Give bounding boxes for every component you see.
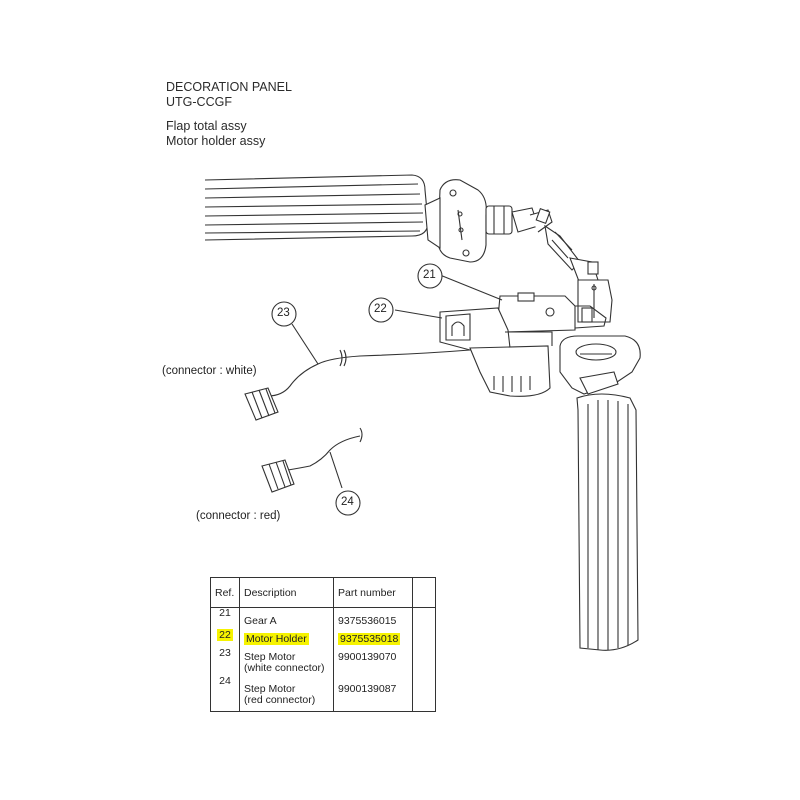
table-row: 23 Step Motor (white connector) 99001390…: [210, 647, 436, 676]
header-part-number: Part number: [333, 577, 413, 608]
callout-24-circle: [335, 490, 361, 516]
panel-title: DECORATION PANEL: [166, 80, 292, 94]
joint-linkage: [511, 207, 613, 323]
vertical-flap: [559, 335, 641, 651]
callout-21: 21: [423, 269, 436, 281]
subassembly-name: Motor holder assy: [166, 134, 266, 148]
row-description: Step Motor: [244, 651, 296, 663]
row-description-detail: (white connector): [244, 662, 325, 674]
callout-22: 22: [374, 303, 387, 315]
row-description: Step Motor: [244, 683, 296, 695]
row-part-number: 9375535018: [338, 633, 401, 645]
step-motor-cable-white: [244, 349, 471, 421]
connector-red-label: (connector : red): [196, 510, 281, 522]
connector-white-label: (connector : white): [162, 365, 257, 377]
row-ref: 22: [217, 629, 233, 641]
row-description: Motor Holder: [244, 633, 309, 645]
horizontal-flap: [204, 174, 429, 241]
header-description: Description: [239, 577, 334, 608]
row-part-number: 9900139070: [338, 651, 397, 663]
row-part-number: 9900139087: [338, 683, 397, 695]
table-row-highlighted: 22 Motor Holder 9375535018: [210, 629, 436, 648]
model-number: UTG-CCGF: [166, 95, 232, 109]
header-extra: [412, 577, 436, 608]
row-ref: 23: [219, 647, 231, 659]
callout-22-circle: [368, 297, 394, 323]
table-header-row: Ref. Description Part number: [210, 577, 436, 608]
row-description: Gear A: [244, 615, 277, 627]
hinge-bracket: [424, 179, 513, 263]
step-motor-cable-red: [261, 427, 363, 493]
motor-holder: [439, 307, 553, 397]
diagram-header: DECORATION PANEL UTG-CCGF Flap total ass…: [166, 80, 292, 149]
callout-23: 23: [277, 307, 290, 319]
row-part-number: 9375536015: [338, 615, 397, 627]
table-row: 21 Gear A 9375536015: [210, 607, 436, 630]
parts-table: Ref. Description Part number 21 Gear A 9…: [210, 577, 436, 712]
callout-21-circle: [417, 263, 443, 289]
row-description-detail: (red connector): [244, 694, 316, 706]
callout-23-circle: [271, 301, 297, 327]
row-ref: 24: [219, 675, 231, 687]
table-row: 24 Step Motor (red connector) 9900139087: [210, 675, 436, 712]
header-ref: Ref.: [210, 577, 240, 608]
callout-24: 24: [341, 496, 354, 508]
row-ref: 21: [219, 607, 231, 619]
assembly-name: Flap total assy: [166, 119, 247, 133]
